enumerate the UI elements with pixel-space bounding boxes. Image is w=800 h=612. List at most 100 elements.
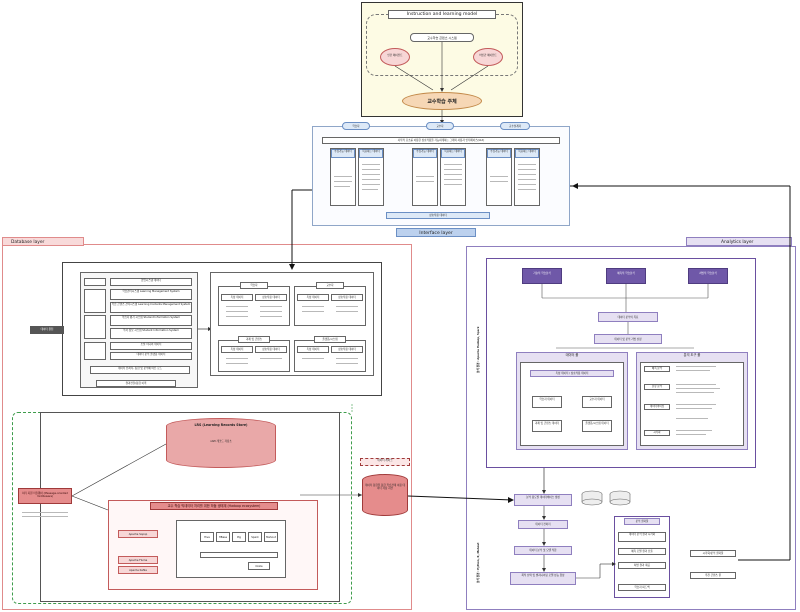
top-arrows [394,42,489,92]
source-item: 학사 정보 시스템 Student Information System [110,328,192,339]
group-cell: 상호작용 데이터 [331,346,363,353]
if-text-line [518,164,536,165]
if-text-line [334,186,350,187]
nonhuman-agent-ellipse: 비인간 에이전트 [473,48,503,66]
if-text-line [416,176,434,177]
role-instructor: 교수자 [426,122,454,130]
db-connectors [71,443,362,511]
lrs-cylinder [166,418,276,468]
tool-text-line [676,370,710,371]
if-col-title-2: 목표하는 데이터 [359,149,383,158]
if-text-line [362,164,380,165]
database-layer-label: Database layer [2,237,84,246]
source-footer: 데이터 전처리, 통합 및 분석에 따른 로드 [90,366,190,374]
group-text-line [302,358,324,359]
if-text-line [444,174,462,175]
analytics-layer-panel [466,246,796,610]
if-text-line [334,176,352,177]
tool-pool-cell: 예측 분석 [644,366,670,372]
analysis-goal: 데이터 분석의 목표 [598,312,658,322]
source-side-cell [84,289,106,313]
if-text-line [362,174,380,175]
eco-tool: Oozie [248,562,270,570]
if-text-line [518,184,536,185]
source-item: 소셜 미디어 데이터 [110,342,192,350]
if-text-line [444,169,462,170]
group-cell: 특성 데이터 [297,294,329,301]
content-system-box: 교수학습 콘텐츠 시스템 [410,33,474,42]
tool-text-line [676,388,720,389]
if-text-line [362,189,378,190]
eco-left-tool: Apache Flume [118,556,158,564]
data-pool-subtitle: 특성 데이터 / 상호작용 데이터 [530,370,614,377]
data-pool-title: 데이터 풀 [565,353,579,357]
tool-pool-cell: 분류 분석 [644,384,670,390]
analytics-layer-label: Analytics layer [686,237,792,246]
group-text-line [226,316,248,317]
group-text-line [260,358,282,359]
group-footer: 결과전달/통합 이력 [96,380,176,387]
group-text-line [302,311,324,312]
if-text-line [362,184,380,185]
interface-layer-label: Interface layer [396,228,476,237]
database-layer-panel [2,244,412,610]
group-cell: 특성 데이터 [221,346,253,353]
tool-text-line [676,408,712,409]
group-cell: 상호작용 데이터 [331,294,363,301]
tool-pool-title: 분석 도구 풀 [683,353,701,357]
analytics-type-descriptive: 기술적 학습분석 [522,268,562,284]
database-disk-icon [581,490,631,506]
if-col-title-4: 목표하는 데이터 [441,149,465,158]
tool-text-line [676,418,708,419]
eco-tool: Hive [200,532,214,542]
data-pool-cell: 교수자 데이터 [582,396,612,408]
group-text-line [336,306,358,307]
eco-tool: Pig [232,532,246,542]
group-cell: 상호작용 데이터 [255,346,287,353]
if-text-line [490,176,508,177]
tool-text-line [676,434,706,435]
group-text-line [260,306,282,307]
tool-text-line [676,392,714,393]
group-text-line [336,363,358,364]
data-pool-cell: 과제 및 콘텐츠 데이터 [532,420,562,432]
results-title: 분석 결과물 [624,518,660,525]
middleware-note-line [22,512,68,513]
if-text-line [444,164,462,165]
source-item: 협업시스템 데이터 [110,278,192,286]
source-item: 학습자 평가 시스템 Student Information System [110,315,192,326]
if-text-line [518,174,536,175]
human-agent-ellipse: 인간 에이전트 [380,48,410,66]
if-text-line [334,181,352,182]
tool-text-line [676,384,716,385]
tool-pool-cell: 시각화 [644,430,670,436]
eco-tool: Spark [248,532,262,542]
group-text-line [260,316,282,317]
if-text-line [444,179,462,180]
if-text-line [518,169,536,170]
if-text-line [518,179,536,180]
tool-text-line [676,430,712,431]
group-cell: 특성 데이터 [297,346,329,353]
if-col-title-3: 수집가능 데이터 [413,149,437,158]
recommend-pool: 추천 콘텐츠 풀 [690,572,736,579]
eco-tool: Mahout [264,532,278,542]
data-pool-cell: 학습자 데이터 [532,396,562,408]
group-text-line [302,306,324,307]
group-cell: 상호작용 데이터 [255,294,287,301]
if-col-title-6: 목표하는 데이터 [515,149,539,158]
source-side-cell [84,315,106,339]
group-text-line [226,363,248,364]
middleware-note-line [22,516,68,517]
data-pool-cell: 플랫폼/시스템 데이터 [582,420,612,432]
analysis-step: 분석 용도별 데이터베이스 생성 [514,494,572,506]
source-item: 데이터 분석 플랫폼 데이터 [110,352,192,360]
group-text-line [226,311,248,312]
instruction-model-title: Instruction and learning model [388,10,496,19]
eco-left-tool: Apache Sqoop [118,530,158,538]
analysis-step: 데이터 전처리 [518,520,568,529]
group-text-line [226,358,248,359]
analysis-step: 최적 선택 및 앤지니어링 모델 성능 향상 [510,572,576,585]
analytics-upper-connectors [541,284,709,349]
result-item: 처방 결과 제공 [618,562,666,569]
